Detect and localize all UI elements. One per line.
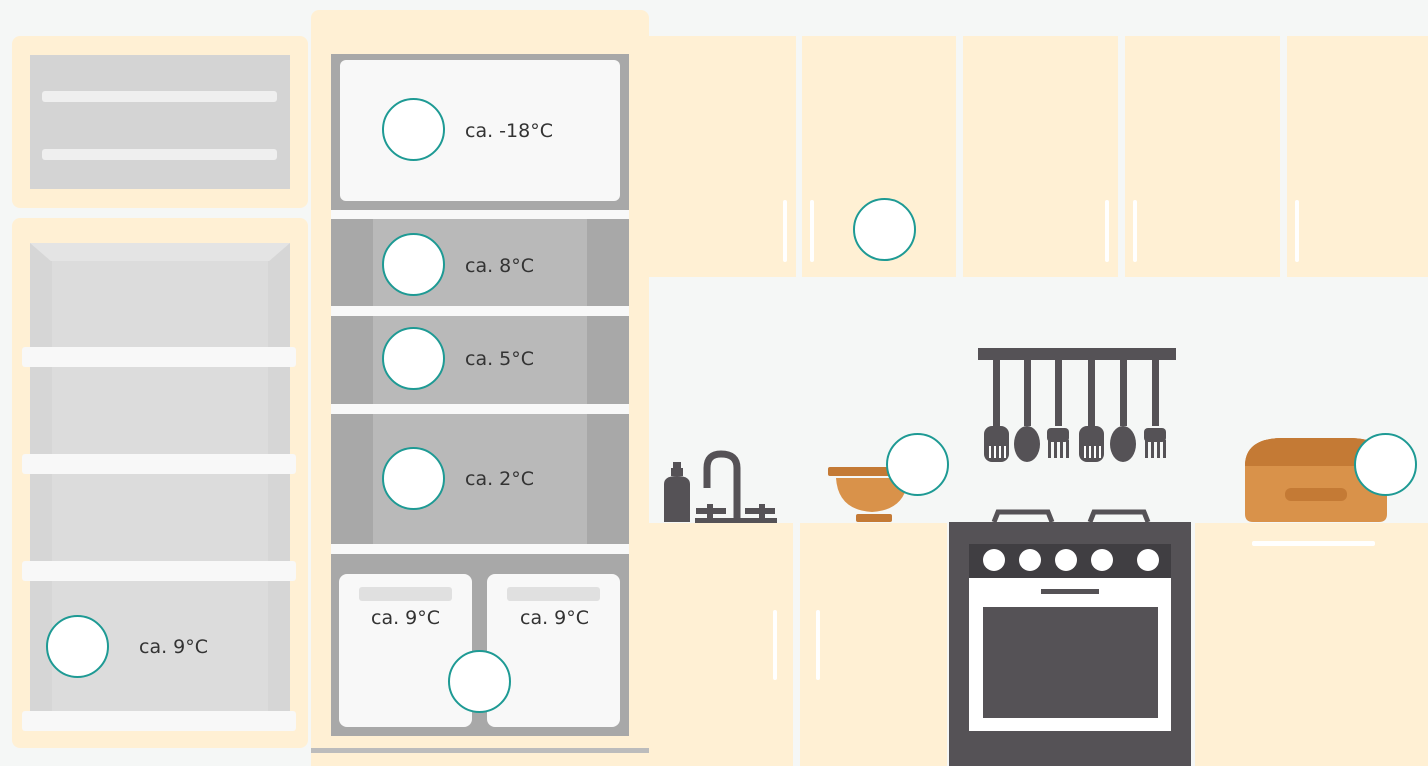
shelf-divider	[331, 544, 629, 554]
upper-cabinet	[1125, 36, 1280, 277]
lower-cabinet	[649, 523, 793, 766]
upper-cabinet	[963, 36, 1118, 277]
cabinet-handle	[783, 200, 787, 262]
cabinet-handle	[810, 200, 814, 262]
faucet-icon	[693, 450, 779, 524]
drawer-handle	[359, 587, 452, 601]
door-shelf	[22, 347, 296, 367]
door-shelf	[22, 561, 296, 581]
stove-knob	[1137, 549, 1159, 571]
hotspot-freezer[interactable]	[382, 98, 445, 161]
door-shelf	[22, 454, 296, 474]
drawer-right-temp-label: ca. 9°C	[520, 607, 589, 629]
shelf-divider	[331, 210, 629, 219]
lower-cabinet	[800, 523, 947, 766]
door-freezer-rail	[42, 149, 277, 160]
door-inner-top-bevel	[30, 243, 290, 261]
shelf-top-temp-label: ca. 8°C	[465, 255, 534, 277]
cabinet-handle	[1105, 200, 1109, 262]
cabinet-handle	[773, 610, 777, 680]
drawer-left-temp-label: ca. 9°C	[371, 607, 440, 629]
hotspot-door-shelf[interactable]	[46, 615, 109, 678]
hotspot-upper-cabinet[interactable]	[853, 198, 916, 261]
drawer-handle	[507, 587, 600, 601]
hotspot-shelf-top[interactable]	[382, 233, 445, 296]
door-temp-label: ca. 9°C	[139, 636, 208, 658]
lower-cabinet	[1195, 523, 1428, 766]
shelf-divider	[331, 306, 629, 316]
hotspot-shelf-mid[interactable]	[382, 327, 445, 390]
hotspot-shelf-low[interactable]	[382, 447, 445, 510]
shelf-low-temp-label: ca. 2°C	[465, 468, 534, 490]
door-freezer-rail	[42, 91, 277, 102]
upper-cabinet	[1287, 36, 1428, 277]
oven-window	[983, 607, 1158, 718]
upper-cabinet	[649, 36, 796, 277]
shelf-mid-temp-label: ca. 5°C	[465, 348, 534, 370]
oven-handle	[1041, 589, 1099, 594]
stove-knob	[1055, 549, 1077, 571]
door-shelf	[22, 711, 296, 731]
fridge-bottom-line	[311, 748, 649, 753]
hotspot-bread-box[interactable]	[1354, 433, 1417, 496]
freezer-temp-label: ca. -18°C	[465, 120, 553, 142]
stove-knob	[983, 549, 1005, 571]
cabinet-handle	[1295, 200, 1299, 262]
hotspot-crisper[interactable]	[448, 650, 511, 713]
drawer-handle	[1252, 541, 1375, 546]
soap-bottle-icon	[660, 460, 694, 524]
door-freezer-panel	[30, 55, 290, 189]
stove-knob	[1019, 549, 1041, 571]
cabinet-handle	[1133, 200, 1137, 262]
hotspot-bowl[interactable]	[886, 433, 949, 496]
cabinet-handle	[816, 610, 820, 680]
utensil-rack-icon	[976, 346, 1178, 468]
shelf-divider	[331, 404, 629, 414]
stove-knob	[1091, 549, 1113, 571]
